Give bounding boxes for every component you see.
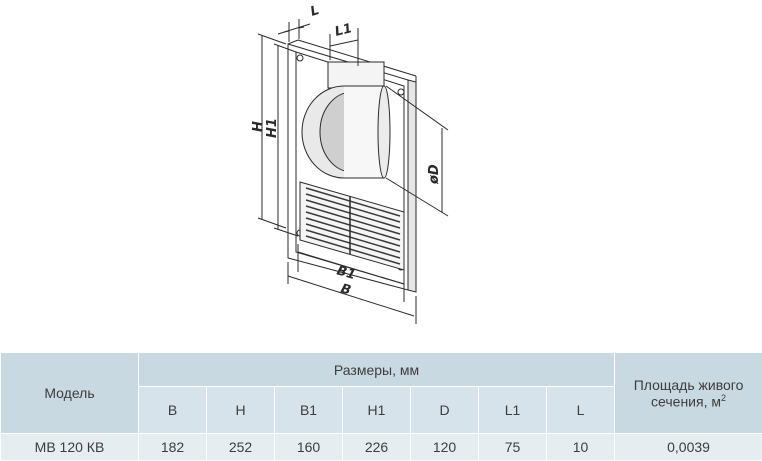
model-header: Модель [0, 352, 139, 434]
faceplate-edge [407, 79, 417, 293]
cell-b: 182 [138, 433, 207, 461]
label-b1: B1 [335, 263, 357, 283]
faceplate-top-edge-back [297, 39, 417, 77]
col-header-b1: B1 [274, 386, 343, 434]
cell-model: МВ 120 КВ [0, 433, 139, 461]
faceplate-top-edge [287, 39, 299, 45]
mount-hole-icon [397, 88, 405, 96]
label-l: L [309, 3, 322, 20]
dim-b1 [297, 244, 405, 302]
label-d: øD [427, 164, 442, 185]
label-h1: H1 [265, 118, 280, 138]
dim-d [385, 85, 449, 217]
col-header-l1: L1 [478, 386, 547, 434]
cell-h1: 226 [342, 433, 411, 461]
col-header-b: B [138, 386, 207, 434]
col-header-h1: H1 [342, 386, 411, 434]
col-header-d: D [410, 386, 479, 434]
cell-l1: 75 [478, 433, 547, 461]
cell-l: 10 [545, 433, 616, 461]
cell-area: 0,0039 [614, 433, 762, 461]
dim-l [277, 19, 311, 42]
dimensions-header: Размеры, мм [137, 352, 616, 387]
dim-l1 [329, 28, 359, 66]
dim-h1 [273, 43, 299, 237]
dim-b [287, 262, 417, 324]
area-header: Площадь живого сечения, м2 [614, 352, 762, 434]
label-l1: L1 [333, 21, 353, 40]
label-b: B [339, 281, 353, 298]
cell-d: 120 [410, 433, 479, 461]
col-header-h: H [206, 386, 275, 434]
technical-drawing: L L1 H H1 øD B1 B [251, 3, 449, 324]
table-row: МВ 120 КВ 182 252 160 226 120 75 10 0,00… [0, 433, 762, 461]
cell-b1: 160 [274, 433, 343, 461]
dim-h [257, 33, 287, 229]
duct-collar-top [327, 61, 385, 89]
cell-h: 252 [206, 433, 275, 461]
label-h: H [251, 121, 266, 132]
mount-hole-icon [296, 54, 304, 62]
specification-table: Модель Размеры, мм Площадь живого сечени… [0, 352, 762, 461]
col-header-l: L [545, 386, 616, 434]
grille-slats [305, 187, 401, 265]
